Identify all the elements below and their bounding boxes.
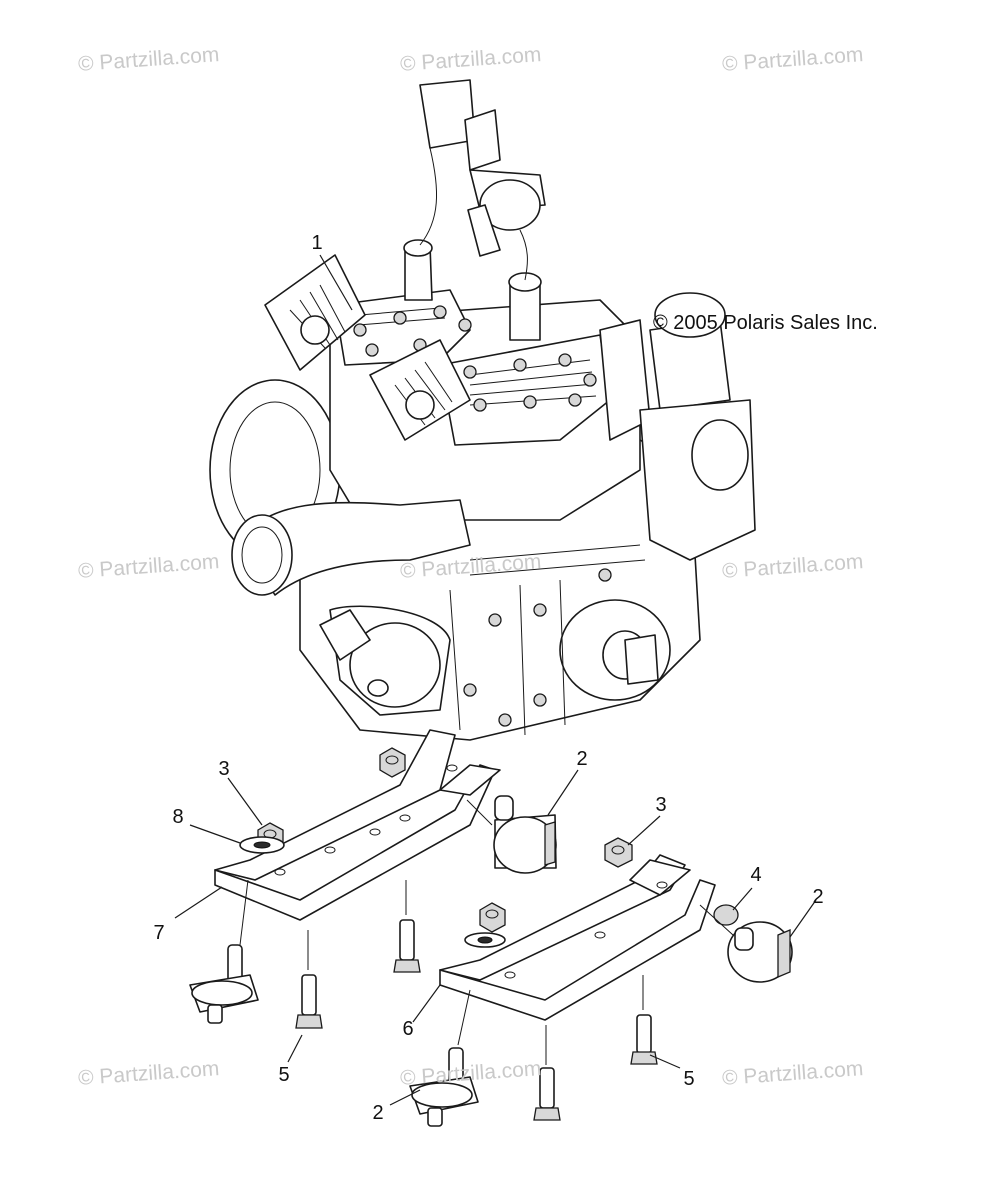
- left-mount-bracket: [214, 729, 501, 921]
- callout-engine[interactable]: 1: [311, 232, 323, 254]
- rubber-mount-bottom-left: [189, 944, 259, 1024]
- rubber-mount-bottom: [409, 1047, 479, 1127]
- washer-left: [239, 836, 285, 854]
- copyright-notice: © 2005 Polaris Sales Inc.: [653, 312, 878, 334]
- callout-mount-top-right[interactable]: 2: [576, 748, 588, 770]
- callout-bracket-right[interactable]: 6: [402, 1018, 414, 1040]
- callout-nut-left[interactable]: 3: [218, 758, 230, 780]
- callout-washer-4[interactable]: 4: [750, 864, 762, 886]
- rubber-mount-top: [493, 795, 557, 874]
- callout-bolt-left[interactable]: 5: [278, 1064, 290, 1086]
- callout-bolt-right[interactable]: 5: [683, 1068, 695, 1090]
- callout-washer-8[interactable]: 8: [172, 806, 184, 828]
- callout-bracket-left[interactable]: 7: [153, 922, 165, 944]
- washer-4: [713, 904, 739, 926]
- right-mount-bracket: [439, 854, 716, 1021]
- washer-middle: [464, 932, 506, 948]
- callout-mount-bottom[interactable]: 2: [372, 1102, 384, 1124]
- bolt-left-front: [295, 974, 323, 1029]
- nut-middle: [479, 902, 506, 933]
- bolt-right-front: [533, 1067, 561, 1121]
- nut-top: [379, 747, 406, 778]
- rubber-mount-right: [727, 921, 793, 983]
- callout-mount-far-right[interactable]: 2: [812, 886, 824, 908]
- bolt-left-rear: [393, 919, 421, 973]
- callout-nut-right[interactable]: 3: [655, 794, 667, 816]
- bolt-right-rear: [630, 1014, 658, 1065]
- nut-right: [604, 837, 633, 868]
- engine-assembly: [209, 79, 756, 741]
